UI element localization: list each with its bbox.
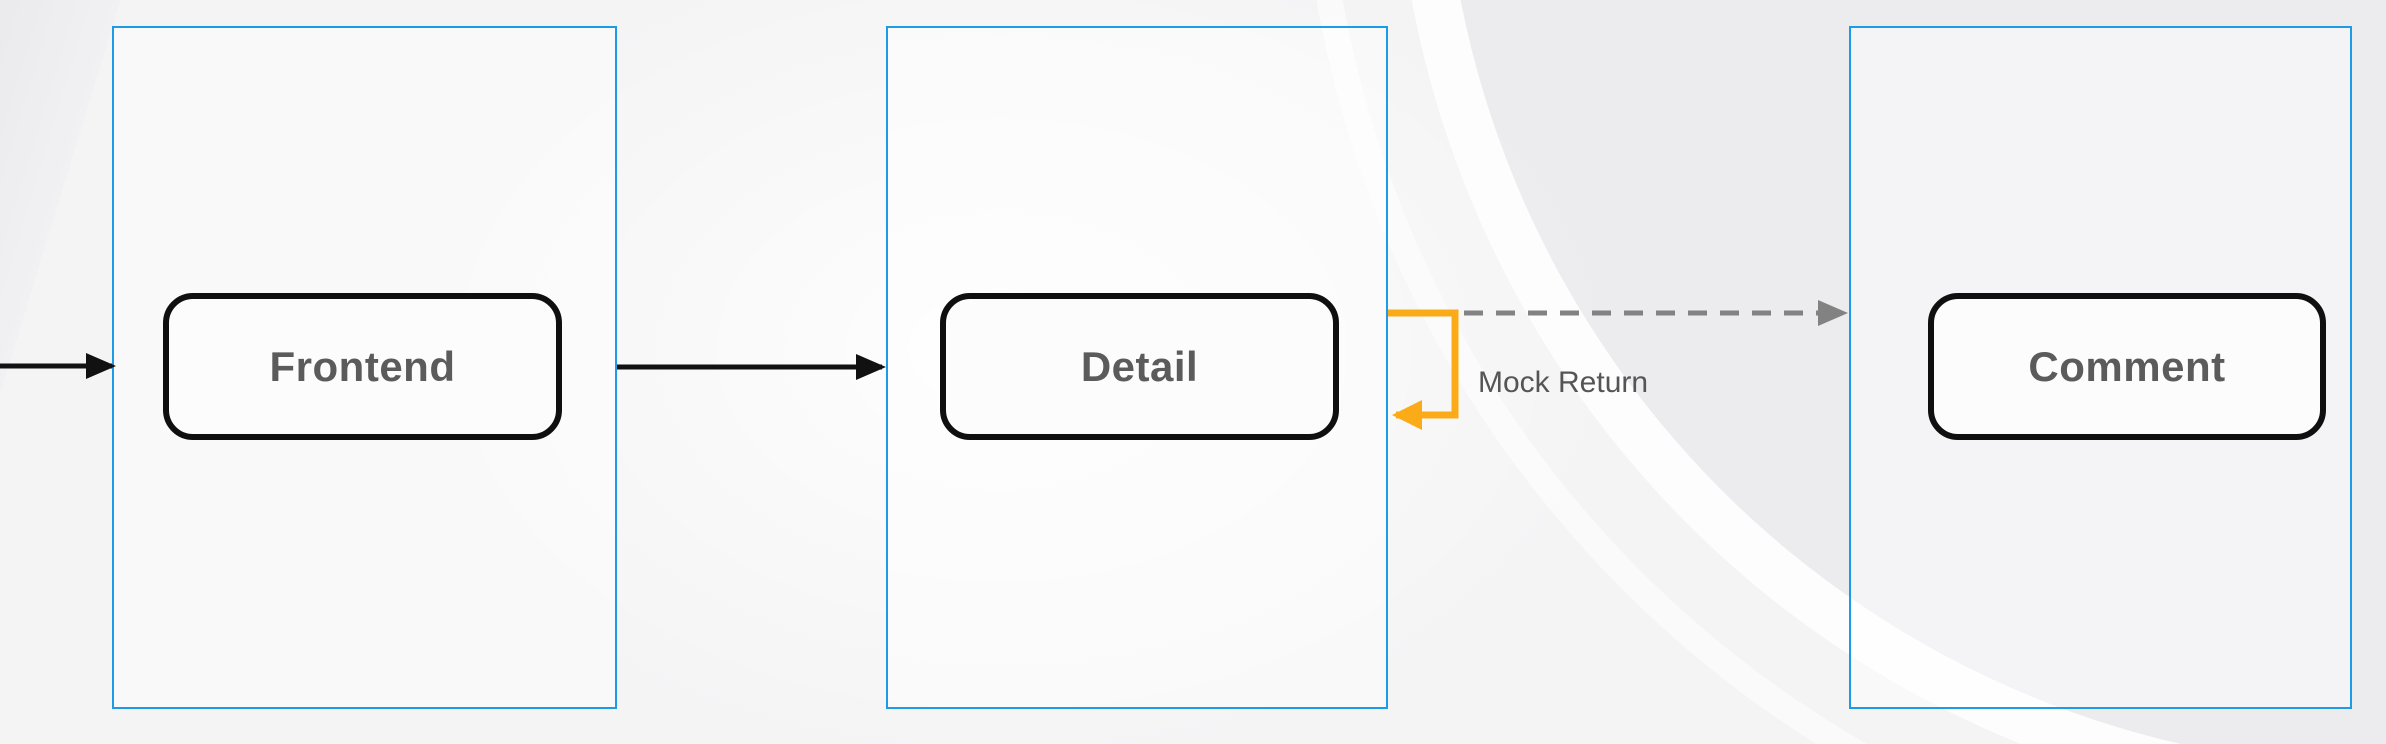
detail-node-label: Detail — [1080, 342, 1199, 390]
mock-return-loop-arrow[interactable] — [1388, 309, 1459, 430]
detail-node[interactable]: Detail — [940, 293, 1339, 440]
comment-node-label: Comment — [2028, 342, 2226, 390]
frontend-node[interactable]: Frontend — [163, 293, 562, 440]
mock-return-edge-label: Mock Return — [1478, 366, 1649, 399]
comment-node[interactable]: Comment — [1928, 293, 2326, 440]
frontend-node-label: Frontend — [269, 342, 456, 390]
